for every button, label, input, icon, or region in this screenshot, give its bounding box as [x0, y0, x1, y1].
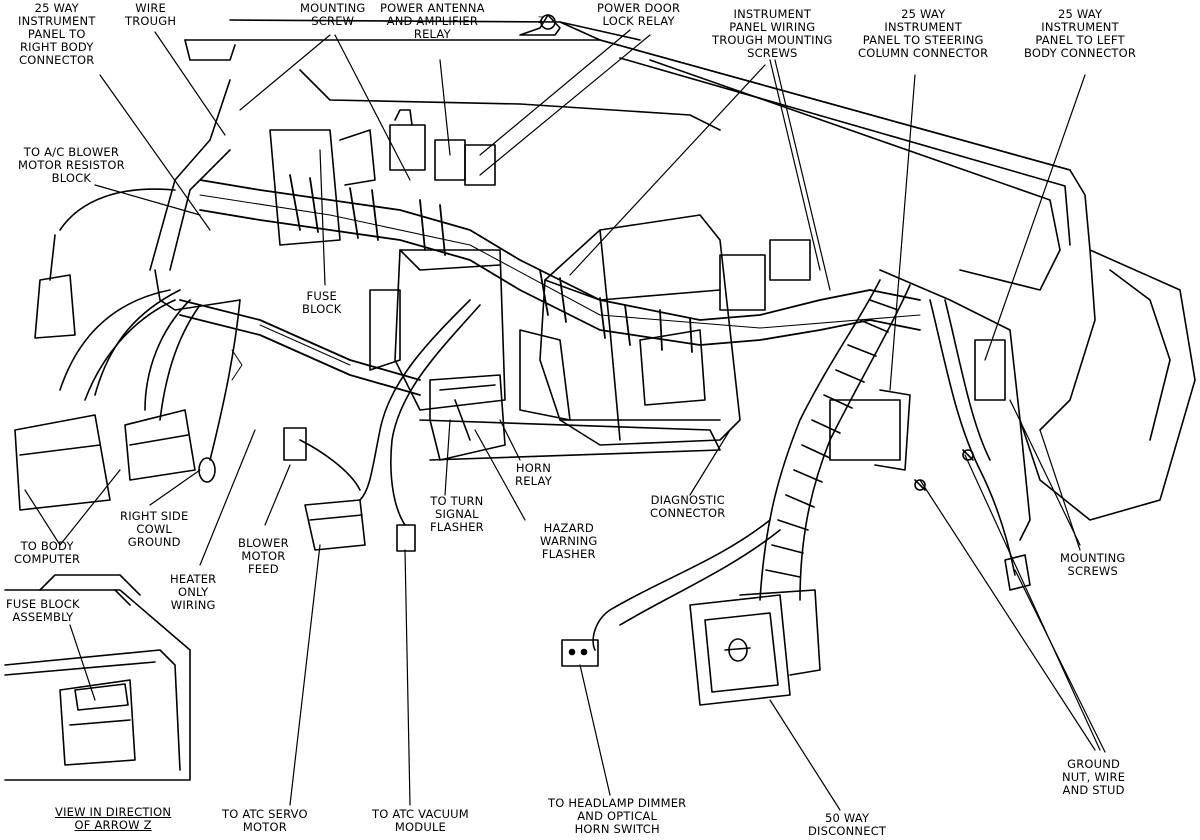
flasher-art	[429, 374, 506, 461]
label-mounting-screws-right: MOUNTING SCREWS	[1060, 551, 1126, 578]
arrow-z-marker	[519, 14, 561, 36]
hvac-housing	[369, 214, 741, 461]
atc-harness	[283, 299, 481, 552]
cowl-ground-wire	[198, 299, 243, 483]
body-computer-harness	[14, 188, 201, 511]
label-arrow-z: Z	[538, 16, 545, 26]
label-power-door-lock-relay: POWER DOOR LOCK RELAY	[597, 1, 681, 28]
label-right-side-cowl-ground: RIGHT SIDE COWL GROUND	[120, 509, 189, 549]
label-left-body-connector: 25 WAY INSTRUMENT PANEL TO LEFT BODY CON…	[1024, 7, 1137, 60]
label-fuse-block-assembly: FUSE BLOCK ASSEMBLY	[6, 597, 80, 624]
fifty-way-harness	[689, 279, 911, 706]
main-harness	[179, 174, 921, 396]
leader-lines	[24, 29, 1106, 811]
relays-art	[389, 109, 496, 186]
label-view-arrow-z: VIEW IN DIRECTION OF ARROW Z	[55, 805, 172, 832]
label-heater-only-wiring: HEATER ONLY WIRING	[170, 572, 217, 612]
label-ground-nut-wire-stud: GROUND NUT, WIRE AND STUD	[1062, 757, 1126, 797]
instrument-panel-outline	[149, 19, 1196, 541]
label-trough-mounting-screws: INSTRUMENT PANEL WIRING TROUGH MOUNTING …	[712, 7, 833, 60]
label-hazard-warning-flasher: HAZARD WARNING FLASHER	[540, 521, 598, 561]
inset-view-art	[4, 574, 191, 781]
label-wire-trough: WIRE TROUGH	[125, 1, 177, 28]
label-power-antenna-relay: POWER ANTENNA AND AMPLIFIER RELAY	[380, 1, 485, 41]
label-body-computer: TO BODY COMPUTER	[14, 539, 81, 566]
label-horn-relay: HORN RELAY	[515, 461, 552, 488]
fuse-block-art	[269, 129, 376, 246]
label-diagnostic-connector: DIAGNOSTIC CONNECTOR	[650, 493, 726, 520]
label-mounting-screw: MOUNTING SCREW	[300, 1, 366, 28]
label-ac-blower-resistor: TO A/C BLOWER MOTOR RESISTOR BLOCK	[18, 145, 125, 185]
label-headlamp-dimmer: TO HEADLAMP DIMMER AND OPTICAL HORN SWIT…	[548, 796, 687, 836]
ground-harness	[914, 299, 1031, 591]
label-fifty-way-disconnect: 50 WAY DISCONNECT	[808, 811, 887, 838]
label-turn-signal-flasher: TO TURN SIGNAL FLASHER	[430, 494, 484, 534]
label-instr-panel-right-body: 25 WAY INSTRUMENT PANEL TO RIGHT BODY CO…	[18, 1, 96, 67]
label-fuse-block: FUSE BLOCK	[302, 289, 342, 316]
label-atc-servo-motor: TO ATC SERVO MOTOR	[222, 807, 308, 834]
label-atc-vacuum-module: TO ATC VACUUM MODULE	[372, 807, 469, 834]
label-steering-column-connector: 25 WAY INSTRUMENT PANEL TO STEERING COLU…	[858, 7, 989, 60]
label-blower-motor-feed: BLOWER MOTOR FEED	[238, 536, 289, 576]
right-connectors-art	[719, 239, 1006, 471]
